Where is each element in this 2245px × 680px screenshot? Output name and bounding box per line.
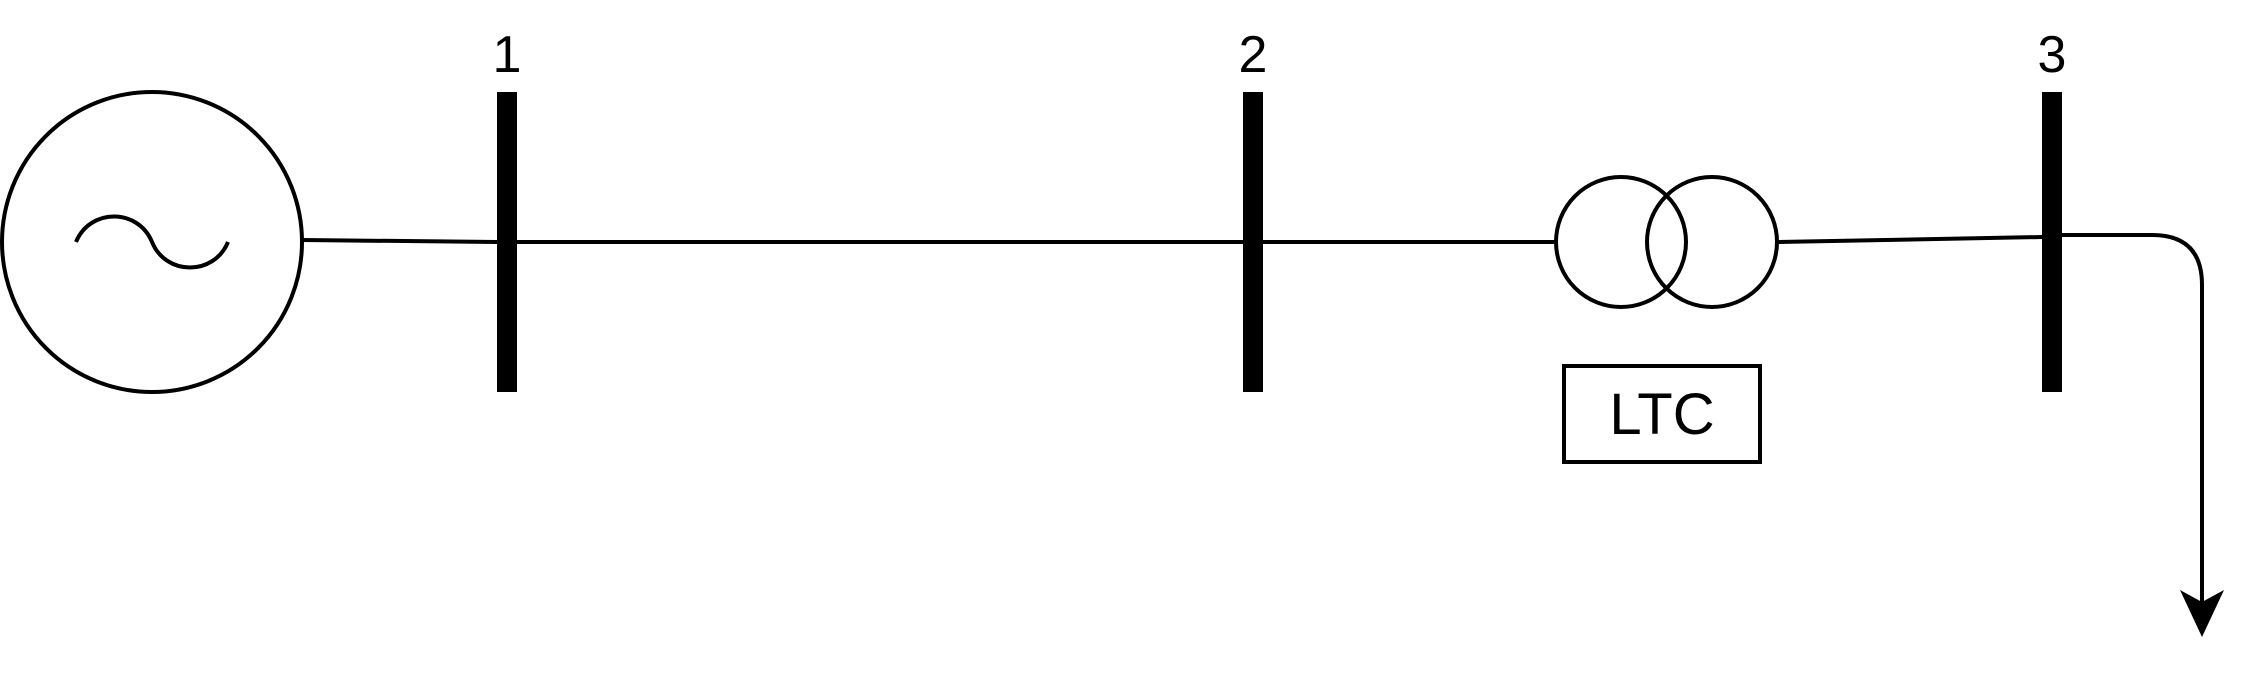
bus-3-label: 3	[2038, 26, 2067, 84]
bus-1-label: 1	[493, 26, 522, 84]
transformer-icon	[1554, 175, 1779, 309]
bus-3-bar	[2042, 92, 2062, 392]
sine-wave-icon	[74, 214, 230, 270]
generator-to-bus1-line	[301, 238, 498, 244]
load-arrow-icon	[2180, 590, 2224, 637]
bus-2-bar	[1243, 92, 1263, 392]
bus-2-label: 2	[1239, 26, 1268, 84]
bus-1-bar	[497, 92, 517, 392]
generator-icon	[0, 90, 304, 394]
ltc-box	[1562, 364, 1762, 464]
load-feeder-line	[2062, 233, 2204, 612]
line-transformer-bus3	[1777, 235, 2043, 244]
ltc-label: LTC	[1609, 382, 1714, 447]
